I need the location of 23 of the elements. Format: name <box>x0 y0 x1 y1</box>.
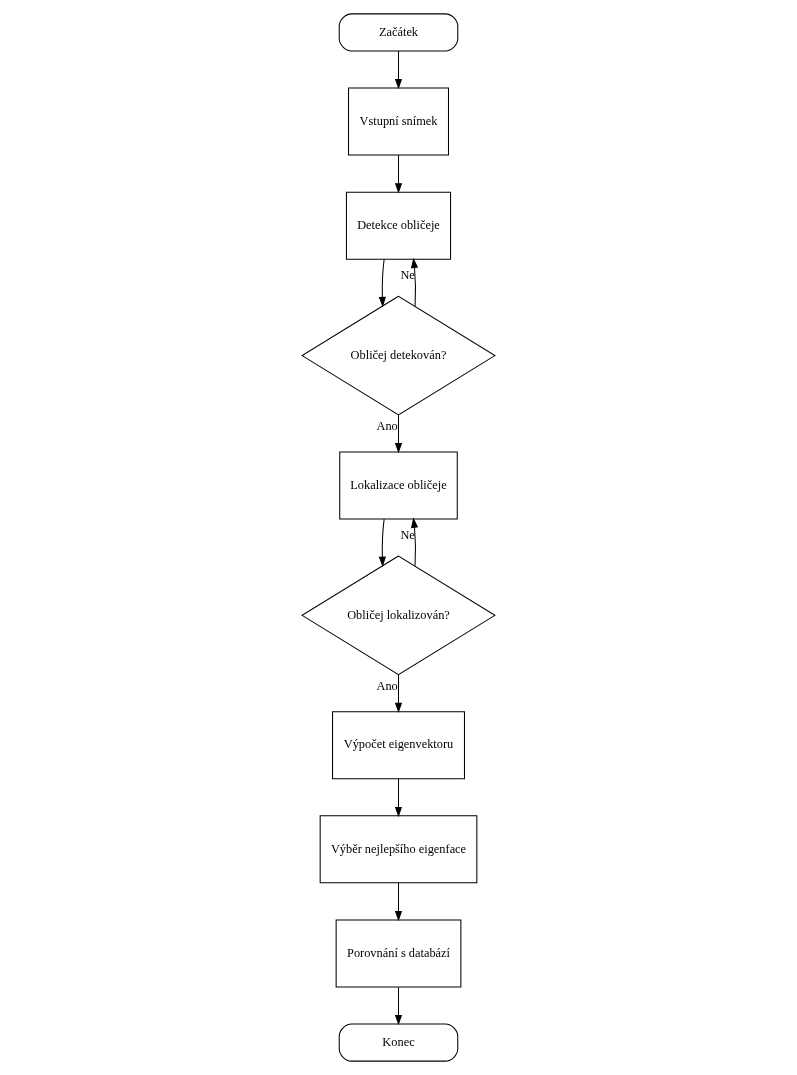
node-box: Začátek <box>338 13 459 52</box>
node-box: Porovnání s databází <box>335 919 462 988</box>
arrow <box>410 517 419 567</box>
node-box: Vstupní snímek <box>348 87 449 156</box>
arrow <box>378 258 386 308</box>
arrow <box>394 986 403 1026</box>
arrow <box>394 778 403 818</box>
node-box: Výběr nejlepšího eigenface <box>319 815 478 884</box>
edge-label: Ano <box>376 678 398 693</box>
arrow <box>394 50 403 90</box>
arrow <box>378 518 386 567</box>
arrow <box>410 257 419 307</box>
arrow <box>394 674 403 713</box>
arrow <box>394 414 403 454</box>
arrow <box>394 882 403 922</box>
node-box: Konec <box>338 1023 459 1062</box>
edge-label: Ano <box>376 418 398 433</box>
arrow <box>394 154 403 194</box>
node-box: Lokalizace obličeje <box>339 451 458 520</box>
edge-label: Ne <box>400 267 415 282</box>
edge-label: Ne <box>400 527 415 542</box>
node-box: Výpočet eigenvektoru <box>332 711 465 780</box>
node-box: Detekce obličeje <box>345 191 452 260</box>
